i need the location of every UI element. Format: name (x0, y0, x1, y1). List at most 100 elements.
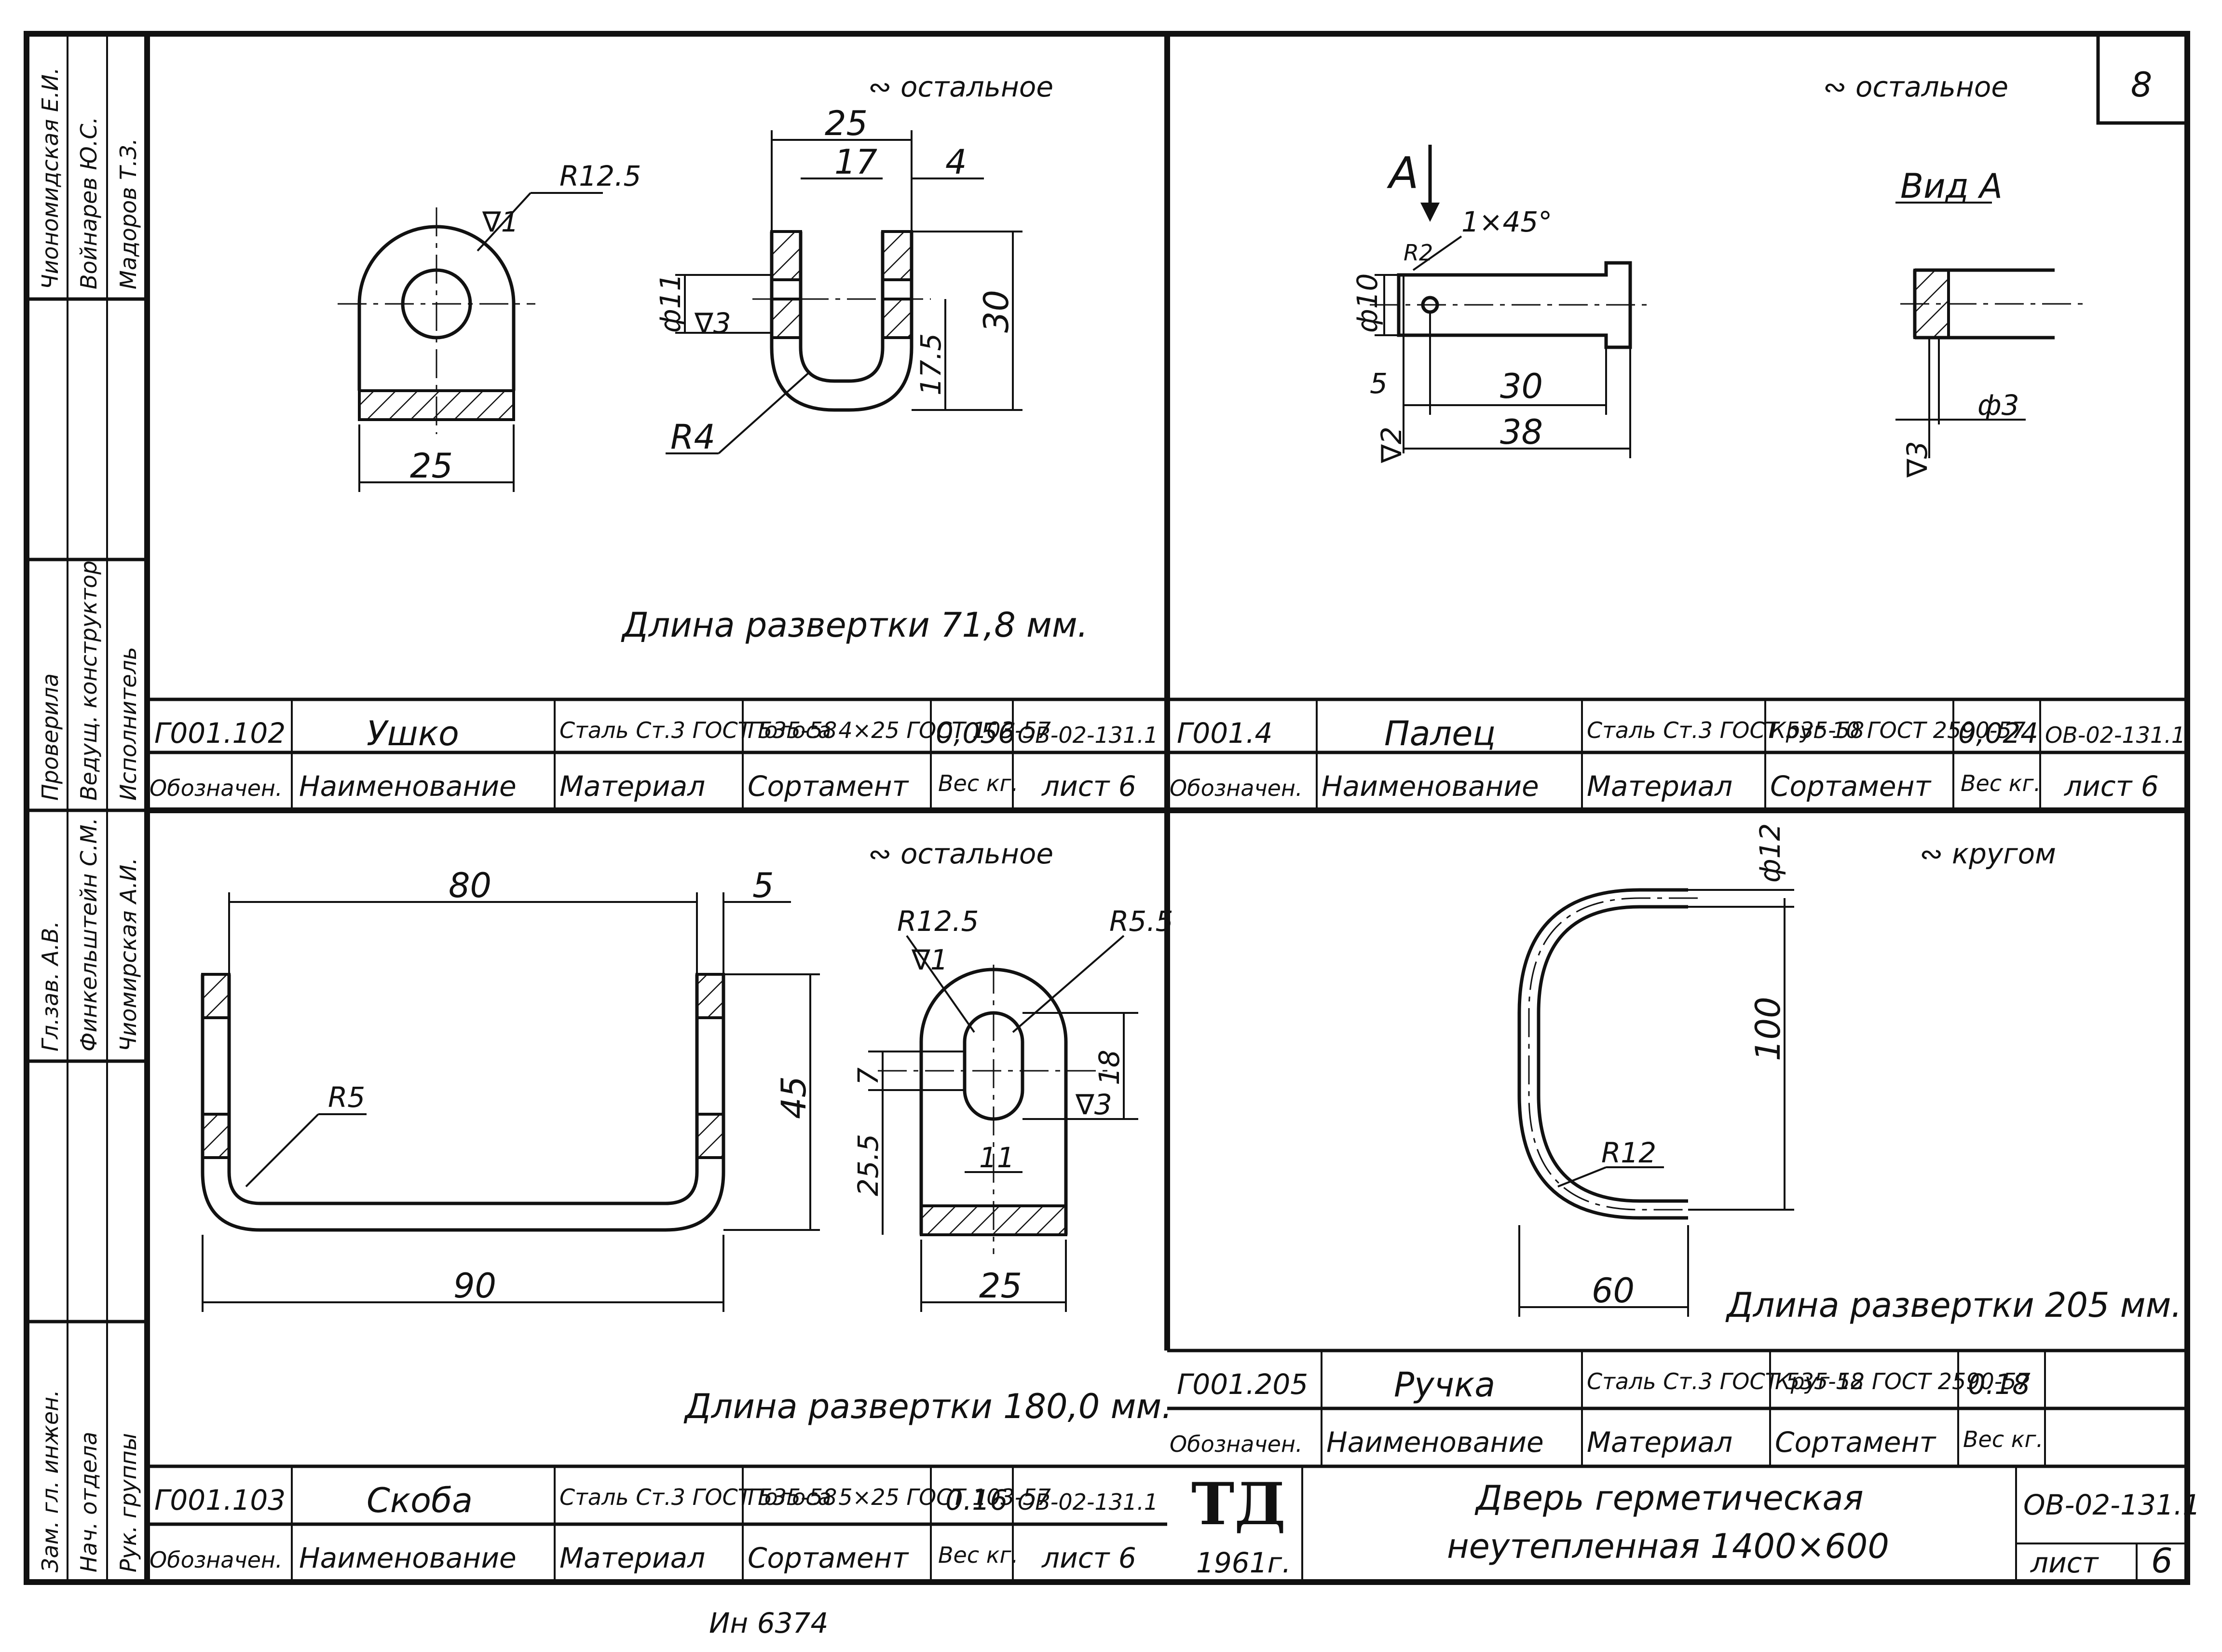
sidebar-top-2: Войнарев Ю.С. (76, 117, 102, 289)
palets-header-weight: Вес кг. (1961, 770, 2041, 796)
ushko-header-name: Наименование (299, 770, 517, 803)
ushko-assortment: Полоса 4×25 ГОСТ 103-57 (748, 717, 1051, 743)
sidebar-lower-3: Чиомирская А.И. (115, 858, 141, 1051)
ushko-header-sheet: лист 6 (1041, 770, 1136, 803)
skoba-name: Скоба (367, 1481, 473, 1520)
palets-dim-l2: 30 (1500, 367, 1543, 406)
ushko-designation: Г001.102 (154, 717, 286, 750)
skoba-dim-w-inner: 11 (979, 1141, 1015, 1174)
skoba-rough-2: ∇1 (911, 943, 948, 976)
ushko-name: Ушко (367, 714, 459, 753)
palets-rough-1: ∇2 (1375, 426, 1408, 464)
ushko-header-weight: Вес кг. (938, 770, 1018, 796)
title-sheet-label: лист (2030, 1546, 2099, 1579)
ushko-dim-top-width: 25 (825, 104, 868, 143)
sheet-number: 8 (2131, 65, 2153, 105)
palets-view-label: Вид А (1900, 166, 2003, 206)
palets-header-sheet: лист 6 (2064, 770, 2159, 803)
skoba-header-sheet: лист 6 (1041, 1542, 1136, 1574)
palets-dim-l3: 38 (1500, 412, 1543, 452)
sidebar-bottom-1: Зам. гл. инжен. (37, 1390, 63, 1572)
sidebar-top-1: Чиономидская Е.И. (37, 68, 63, 289)
ushko-doc: ОВ-02-131.1 (1018, 722, 1158, 748)
ruchka-header-material: Материал (1587, 1426, 1732, 1459)
skoba-dim-thk: 5 (752, 866, 774, 905)
title-sheet-value: 6 (2151, 1541, 2173, 1581)
ushko-header-assortment: Сортамент (748, 770, 909, 803)
skoba-header-name: Наименование (299, 1542, 517, 1574)
table-palets: Г001.4 Палец Сталь Ст.3 ГОСТ 535-58 Круг… (1167, 697, 2187, 810)
sidebar-middle-2: Ведущ. конструктор (76, 560, 102, 801)
ushko-rough-2: ∇3 (694, 307, 731, 340)
skoba-dim-height: 45 (774, 1076, 814, 1119)
skoba-dim-top: 80 (449, 866, 491, 905)
sidebar-bottom-3: Рук. группы (115, 1433, 141, 1572)
sidebar-bottom-2: Нач. отдела (76, 1432, 102, 1572)
skoba-header-material: Материал (559, 1542, 705, 1574)
ushko-header-designation: Обозначен. (150, 775, 283, 801)
palets-dim-chamfer: 1×45° (1461, 205, 1552, 238)
ruchka-unfold-length: Длина развертки 205 мм. (1725, 1285, 2182, 1325)
ushko-material: Сталь Ст.3 ГОСТ 535-58 (559, 717, 837, 743)
ushko-surface-note: ∾ остальное (868, 70, 1053, 103)
palets-dim-l1: 5 (1370, 367, 1388, 400)
ruchka-designation: Г001.205 (1177, 1368, 1308, 1401)
palets-weight: 0,024 (1958, 717, 2038, 750)
table-skoba: Г001.103 Скоба Сталь Ст.3 ГОСТ 535-58 По… (147, 1464, 1167, 1582)
sidebar-middle-1: Проверила (37, 673, 63, 801)
palets-dim-hole: ф3 (1977, 389, 2019, 422)
palets-material: Сталь Ст.3 ГОСТ 535-58 (1587, 717, 1864, 743)
ushko-dim-gap: 17 (834, 142, 877, 182)
ruchka-surface-note: ∾ кругом (1920, 837, 2056, 870)
skoba-doc: ОВ-02-131.1 (1018, 1489, 1158, 1515)
footer-note: Ин 6374 (709, 1607, 828, 1639)
part-ruchka-drawing: ∾ кругом ф12 100 60 R12 Длина развертки … (1517, 823, 2182, 1325)
sidebar-lower-1: Гл.зав. А.В. (37, 921, 63, 1051)
palets-designation: Г001.4 (1177, 717, 1272, 750)
ruchka-header-name: Наименование (1326, 1426, 1544, 1459)
skoba-designation: Г001.103 (154, 1484, 286, 1516)
palets-header-designation: Обозначен. (1170, 775, 1303, 801)
sidebar-top-3: Мадоров Т.З. (115, 138, 141, 289)
title-line1: Дверь герметическая (1474, 1478, 1864, 1518)
ruchka-header-weight: Вес кг. (1963, 1426, 2043, 1452)
ruchka-weight: 0.18 (1968, 1368, 2030, 1401)
part-palets-drawing: ∾ остальное ф10 1×45° R2 5 30 38 ∇2 А Ви… (1351, 70, 2084, 478)
ushko-dim-bend-r: R4 (670, 417, 715, 457)
sidebar-lower-2: Финкельштейн С.М. (76, 818, 102, 1051)
skoba-rough-1: ∇3 (1075, 1088, 1112, 1121)
skoba-unfold-length: Длина развертки 180,0 мм. (683, 1387, 1172, 1426)
ruchka-assortment: Круг 12 ГОСТ 2590-57 (1775, 1368, 2031, 1394)
skoba-dim-slot-h: 18 (1093, 1050, 1126, 1085)
ruchka-dim-dia: ф12 (1754, 823, 1786, 883)
ruchka-material: Сталь Ст.3 ГОСТ 535-58 (1587, 1368, 1864, 1394)
ushko-unfold-length: Длина развертки 71,8 мм. (621, 605, 1088, 645)
skoba-weight: 0.16 (945, 1484, 1008, 1516)
skoba-dim-r-slot: R5.5 (1109, 905, 1173, 938)
palets-header-material: Материал (1587, 770, 1732, 803)
palets-rough-2: ∇3 (1901, 441, 1934, 478)
sidebar-middle-3: Исполнитель (115, 647, 141, 801)
skoba-dim-slot-w: 7 (852, 1067, 885, 1085)
skoba-dim-h: 25.5 (852, 1134, 885, 1196)
palets-header-name: Наименование (1322, 770, 1539, 803)
sheet-number-box (2096, 32, 2189, 125)
palets-dim-r: R2 (1404, 240, 1433, 266)
ruchka-header-assortment: Сортамент (1775, 1426, 1936, 1459)
palets-header-assortment: Сортамент (1770, 770, 1932, 803)
ushko-dim-h2: 30 (977, 290, 1016, 333)
skoba-dim-w: 25 (979, 1266, 1022, 1306)
title-year: 1961г. (1196, 1546, 1291, 1579)
palets-doc: ОВ-02-131.1 (2045, 722, 2185, 748)
ruchka-name: Ручка (1394, 1365, 1495, 1405)
palets-name: Палец (1384, 714, 1496, 753)
ushko-dim-radius: R12.5 (559, 160, 641, 192)
ushko-dim-hole: ф11 (654, 273, 687, 333)
skoba-dim-r-outer: R12.5 (897, 905, 979, 938)
title-line2: неутепленная 1400×600 (1447, 1527, 1889, 1566)
skoba-header-weight: Вес кг. (938, 1542, 1018, 1568)
title-logo: ТД (1191, 1470, 1286, 1538)
ruchka-header-designation: Обозначен. (1170, 1431, 1303, 1457)
title-doc-code: ОВ-02-131.1 (2023, 1488, 2200, 1521)
